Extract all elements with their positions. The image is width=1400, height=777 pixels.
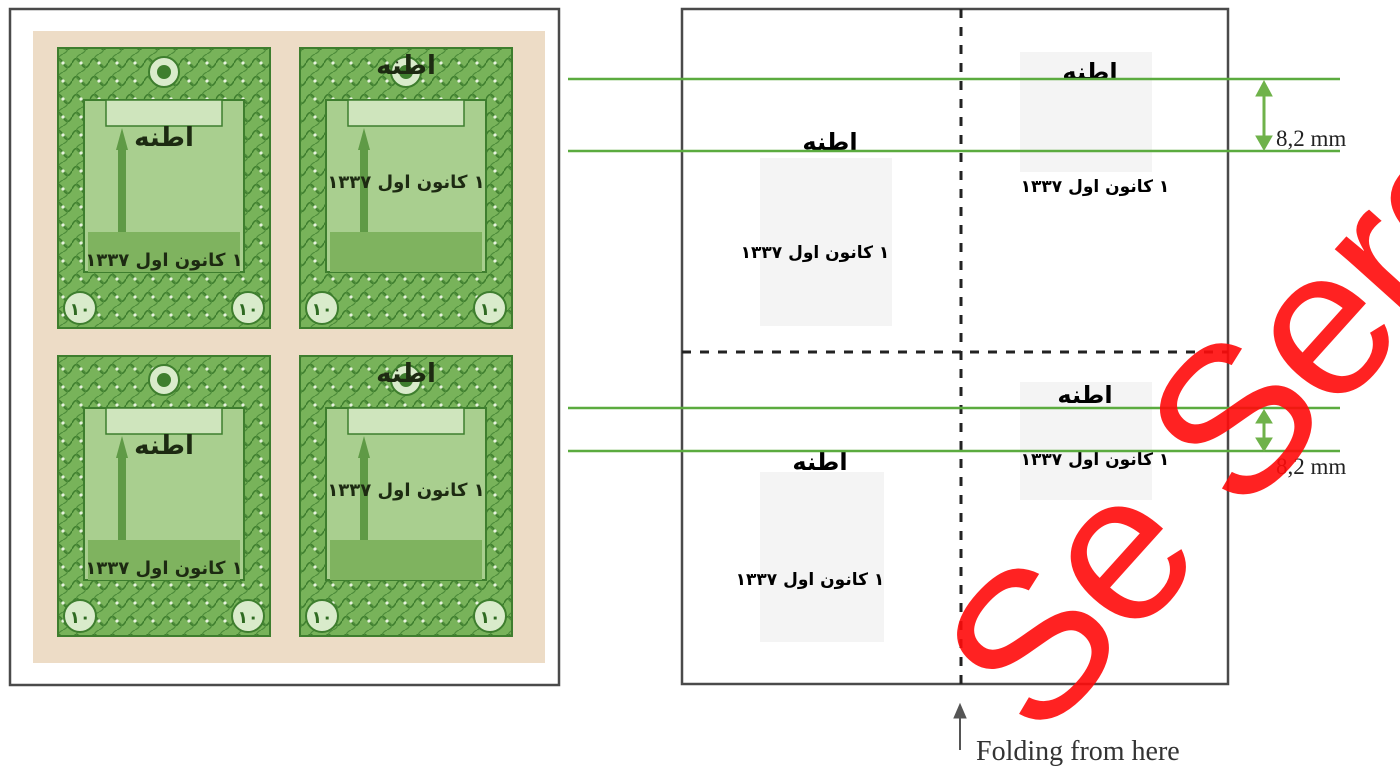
- stamp-value: ١٠: [238, 300, 259, 320]
- fold-caption: Folding from here: [976, 736, 1180, 767]
- scheme-bottom-left-name: اطنه: [792, 448, 847, 476]
- fold-arrow: [953, 702, 967, 750]
- scheme-bottom-right-name: اطنه: [1057, 381, 1112, 409]
- stamp-value: ١٠: [312, 608, 333, 628]
- guide-lines: [568, 77, 1340, 453]
- stamp-overprint-date: ١ كانون اول ١٣٣٧: [85, 558, 242, 579]
- scheme-bottom-left-date: ١ كانون اول ١٣٣٧: [736, 570, 885, 590]
- measure-label-lower: 8,2 mm: [1276, 454, 1346, 479]
- stamp-value: ١٠: [238, 608, 259, 628]
- stamp-value: ١٠: [312, 300, 333, 320]
- stamp-overprint-name: اطنه: [134, 431, 194, 461]
- scheme-top-right-date: ١ كانون اول ١٣٣٧: [1021, 177, 1170, 197]
- stamp-value: ١٠: [480, 608, 501, 628]
- stamp-overprint-date: ١ كانون اول ١٣٣٧: [85, 250, 242, 271]
- stamp-top-left: ١٠ ١٠ اطنه ١ كانون اول ١٣٣٧: [57, 47, 271, 329]
- stamp-overprint-date: ١ كانون اول ١٣٣٧: [327, 480, 484, 501]
- measure-arrow-lower: [1255, 409, 1273, 452]
- scheme-bottom-right-date: ١ كانون اول ١٣٣٧: [1021, 450, 1170, 470]
- measure-arrow-upper: [1255, 79, 1273, 152]
- scheme-top-left-date: ١ كانون اول ١٣٣٧: [741, 243, 890, 263]
- stamp-bottom-left: ١٠ ١٠ اطنه ١ كانون اول ١٣٣٧: [57, 355, 271, 637]
- scheme-top-right-name: اطنه: [1062, 58, 1117, 86]
- stamp-overprint-name: اطنه: [376, 359, 436, 389]
- stamp-overprint-date: ١ كانون اول ١٣٣٧: [327, 172, 484, 193]
- stamp-value: ١٠: [70, 300, 91, 320]
- stamp-value: ١٠: [70, 608, 91, 628]
- stamp-overprint-name: اطنه: [134, 123, 194, 153]
- stamp-overprint-name: اطنه: [376, 51, 436, 81]
- stamp-value: ١٠: [480, 300, 501, 320]
- stamp-top-right: ١٠ ١٠ اطنه ١ كانون اول ١٣٣٧: [299, 47, 513, 329]
- stamp-bottom-right: ١٠ ١٠ اطنه ١ كانون اول ١٣٣٧: [299, 355, 513, 637]
- measure-label-upper: 8,2 mm: [1276, 126, 1346, 151]
- stamp-block: ١٠ ١٠ اطنه ١ كانون اول ١٣٣٧ ١٠ ١٠ اطنه ١ كانون …: [57, 47, 513, 637]
